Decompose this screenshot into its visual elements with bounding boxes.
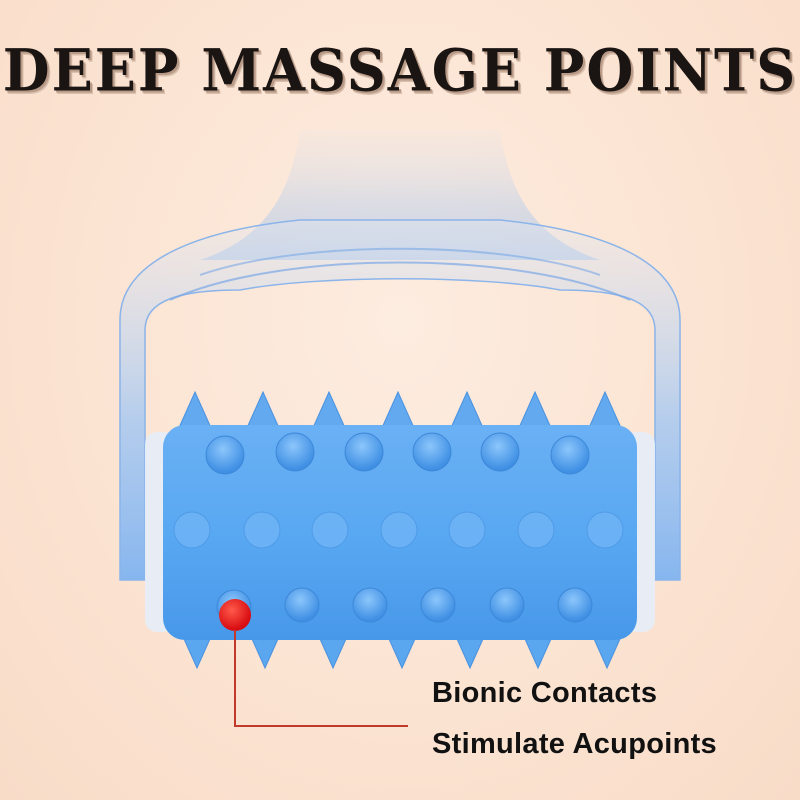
acupoint-marker — [219, 599, 251, 631]
callout-line-1: Bionic Contacts — [432, 677, 658, 709]
callout-line-2: Stimulate Acupoints — [432, 728, 717, 760]
headline-title: DEEP MASSAGE POINTS — [2, 35, 798, 105]
handle-frame — [119, 219, 681, 581]
callout-leader-vertical — [234, 630, 236, 726]
callout-leader-horizontal — [234, 725, 408, 727]
